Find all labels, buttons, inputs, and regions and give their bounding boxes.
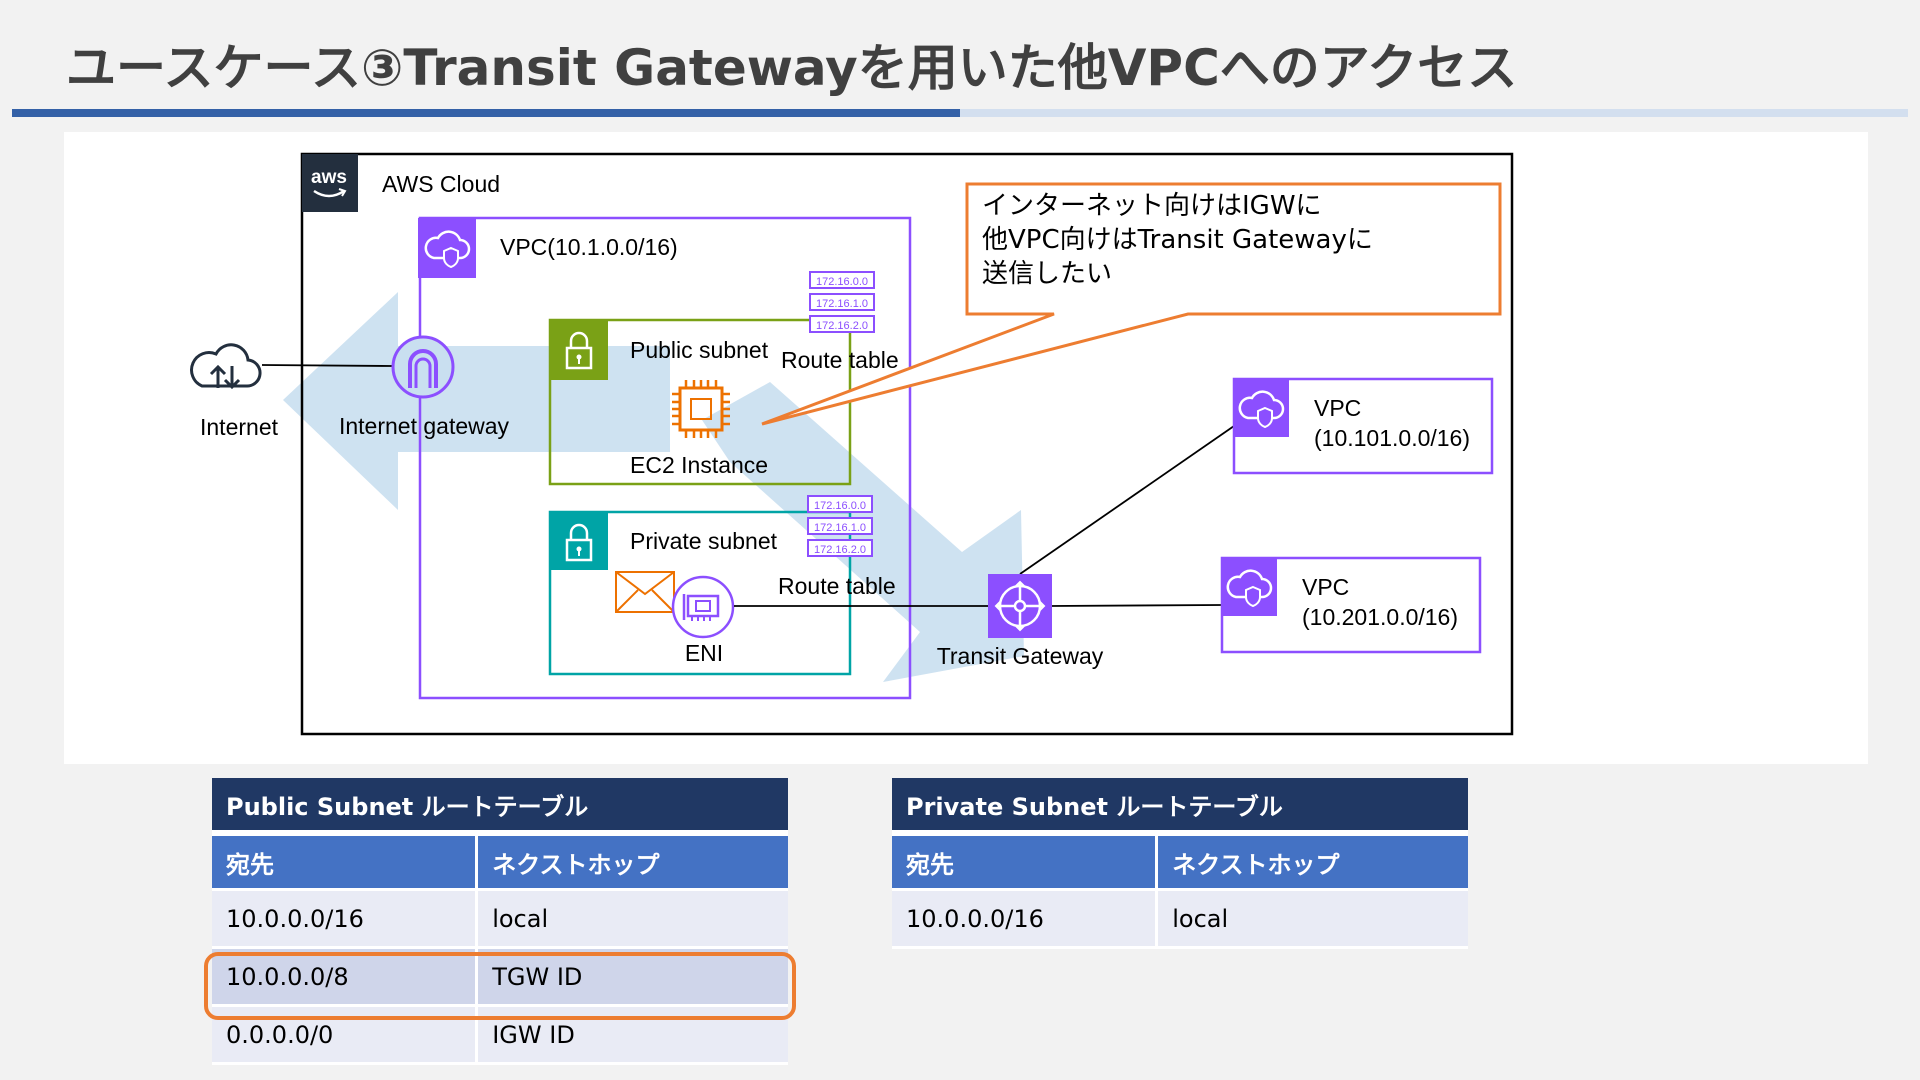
arrow-to-internet [283,292,670,510]
next-hop-cell: local [475,889,788,949]
tgw-label: Transit Gateway [937,643,1104,669]
svg-text:172.16.0.0: 172.16.0.0 [814,500,866,512]
next-hop-cell: IGW ID [475,1005,788,1065]
internet-igw-link [261,364,393,367]
next-hop-cell: TGW ID [475,947,788,1007]
internet-label: Internet [200,414,279,440]
table-row: 10.0.0.0/16 local [212,889,788,949]
title-rule-light [960,109,1908,117]
aws-cloud-group [300,152,1514,736]
destination-cell: 10.0.0.0/16 [892,889,1157,949]
eni-label: ENI [685,640,723,666]
vpc-remote-1-cidr: (10.101.0.0/16) [1314,425,1470,451]
envelope-icon [615,571,675,613]
igw-label: Internet gateway [339,413,510,439]
callout-bubble [761,182,1502,426]
vpc-main [418,216,912,700]
network-card-icon [671,575,735,639]
slide-title: ユースケース③Transit Gatewayを用いた他VPCへのアクセス [66,39,1518,97]
svg-text:172.16.1.0: 172.16.1.0 [814,522,866,534]
public-table-caption: Public Subnet ルートテーブル [212,778,788,836]
route-table-icon: 172.16.0.0 172.16.1.0 172.16.2.0 [807,495,873,557]
private-header-next-hop: ネクストホップ [1155,833,1468,891]
chip-icon [672,380,730,438]
svg-text:aws: aws [311,167,347,188]
vpc-remote-1-label: VPC [1314,395,1361,421]
vpc-main-label: VPC(10.1.0.0/16) [500,234,678,260]
route-table-icon: 172.16.0.0 172.16.1.0 172.16.2.0 [809,271,875,333]
svg-text:172.16.2.0: 172.16.2.0 [816,320,868,332]
destination-cell: 10.0.0.0/16 [212,889,477,949]
public-header-next-hop: ネクストホップ [475,833,788,891]
destination-cell: 10.0.0.0/8 [212,947,477,1007]
tgw-vpc1-link [1019,425,1235,575]
lock-icon [550,512,608,570]
private-header-destination: 宛先 [892,833,1157,891]
vpc-cloud-shield-icon [418,218,476,278]
lock-icon [550,320,608,380]
destination-cell: 0.0.0.0/0 [212,1005,477,1065]
svg-text:172.16.2.0: 172.16.2.0 [814,544,866,556]
cloud-upload-download-icon [190,343,262,390]
table-row: 10.0.0.0/8 TGW ID [212,947,788,1007]
vpc-cloud-shield-icon [1233,379,1289,437]
title-rule-dark [12,109,960,117]
vpc-cloud-shield-icon [1221,558,1277,616]
route-table-public-label: Route table [781,347,899,373]
public-subnet-label: Public subnet [630,337,769,363]
vpc-remote-2-label: VPC [1302,574,1349,600]
next-hop-cell: local [1155,889,1468,949]
vpc-remote-2-cidr: (10.201.0.0/16) [1302,604,1458,630]
aws-cloud-label: AWS Cloud [382,171,500,197]
gateway-arch-icon [391,335,455,399]
private-subnet [548,510,852,676]
callout-line-2: 他VPC向けはTransit Gatewayに [982,225,1373,255]
hub-icon [988,574,1052,638]
private-table-caption: Private Subnet ルートテーブル [892,778,1468,836]
aws-logo-icon: aws [302,154,358,212]
table-row: 0.0.0.0/0 IGW ID [212,1005,788,1065]
tgw-route-highlight [204,952,796,1020]
callout-line-3: 送信したい [982,259,1112,289]
ec2-label: EC2 Instance [630,452,768,478]
svg-text:172.16.1.0: 172.16.1.0 [816,298,868,310]
public-route-table: Public Subnet ルートテーブル 宛先 ネクストホップ 10.0.0.… [212,778,788,1065]
private-subnet-label: Private subnet [630,528,778,554]
callout-line-1: インターネット向けはIGWに [982,191,1322,221]
public-header-destination: 宛先 [212,833,477,891]
private-route-table: Private Subnet ルートテーブル 宛先 ネクストホップ 10.0.0… [892,778,1468,949]
svg-text:172.16.0.0: 172.16.0.0 [816,276,868,288]
route-table-private-label: Route table [778,573,896,599]
tgw-vpc2-link [1049,604,1223,607]
table-row: 10.0.0.0/16 local [892,889,1468,949]
